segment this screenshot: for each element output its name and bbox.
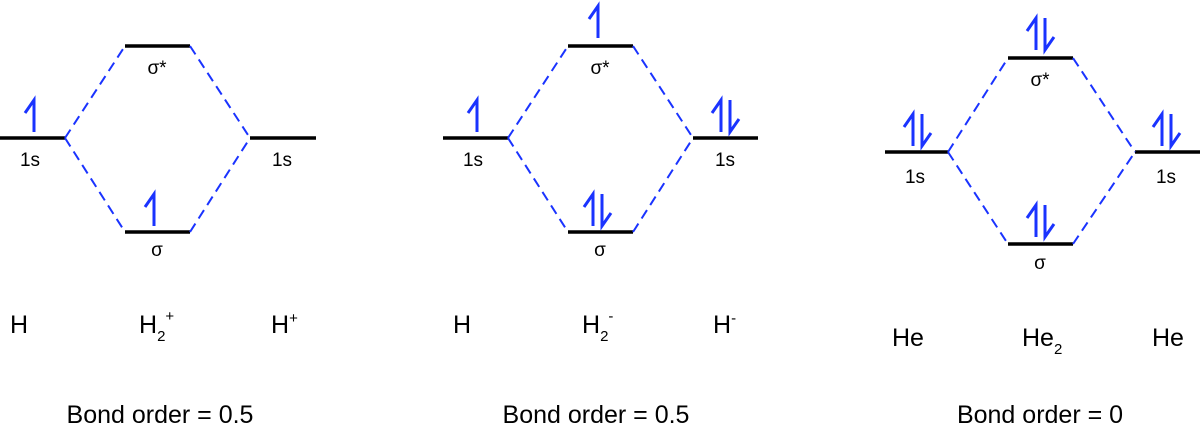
right-atom: H+ (271, 310, 298, 339)
antibonding-label: σ* (1030, 70, 1050, 91)
bond-order: Bond order = 0 (957, 401, 1123, 429)
electron-pair-icon (582, 189, 613, 231)
left-atom: H (453, 311, 471, 339)
electron-pair-icon (1025, 200, 1056, 242)
bonding-label: σ (594, 240, 606, 261)
correlation-lines (64, 45, 251, 233)
left-atom: H (10, 311, 28, 339)
left-orbital-label: 1s (905, 167, 925, 188)
right-atom: He (1152, 324, 1184, 352)
electron-pair-icon (902, 109, 933, 151)
electron-pair-icon (1025, 13, 1056, 55)
right-orbital-label: 1s (1156, 167, 1176, 188)
electron-up-icon (466, 95, 479, 132)
antibonding-label: σ* (590, 58, 610, 79)
bond-order: Bond order = 0.5 (67, 401, 254, 429)
molecule: H2- (582, 308, 613, 345)
correlation-lines (507, 45, 694, 233)
bond-order: Bond order = 0.5 (503, 401, 690, 429)
diagram-h2-plus: 1s 1s σ* σ H H2+ H+ Bond order = 0.5 (0, 44, 316, 429)
electron-pair-icon (1151, 109, 1182, 151)
right-orbital-label: 1s (715, 150, 735, 171)
electron-pair-icon (710, 95, 741, 137)
correlation-lines (947, 57, 1136, 245)
left-orbital-label: 1s (20, 150, 40, 171)
left-orbital-label: 1s (463, 150, 483, 171)
diagram-h2-minus: 1s 1s σ* σ H H2- H- Bond order = 0.5 (443, 1, 758, 429)
electron-up-icon (587, 1, 600, 38)
molecule: He2 (1022, 324, 1062, 358)
electron-up-icon (23, 95, 36, 132)
antibonding-label: σ* (147, 58, 167, 79)
diagram-he2: 1s 1s σ* σ He He2 He Bond order = 0 (885, 13, 1200, 429)
right-orbital-label: 1s (272, 150, 292, 171)
molecule: H2+ (139, 308, 174, 345)
bonding-label: σ (1034, 253, 1046, 274)
electron-up-icon (143, 189, 156, 226)
left-atom: He (892, 324, 924, 352)
bonding-label: σ (151, 240, 163, 261)
right-atom: H- (713, 310, 736, 339)
